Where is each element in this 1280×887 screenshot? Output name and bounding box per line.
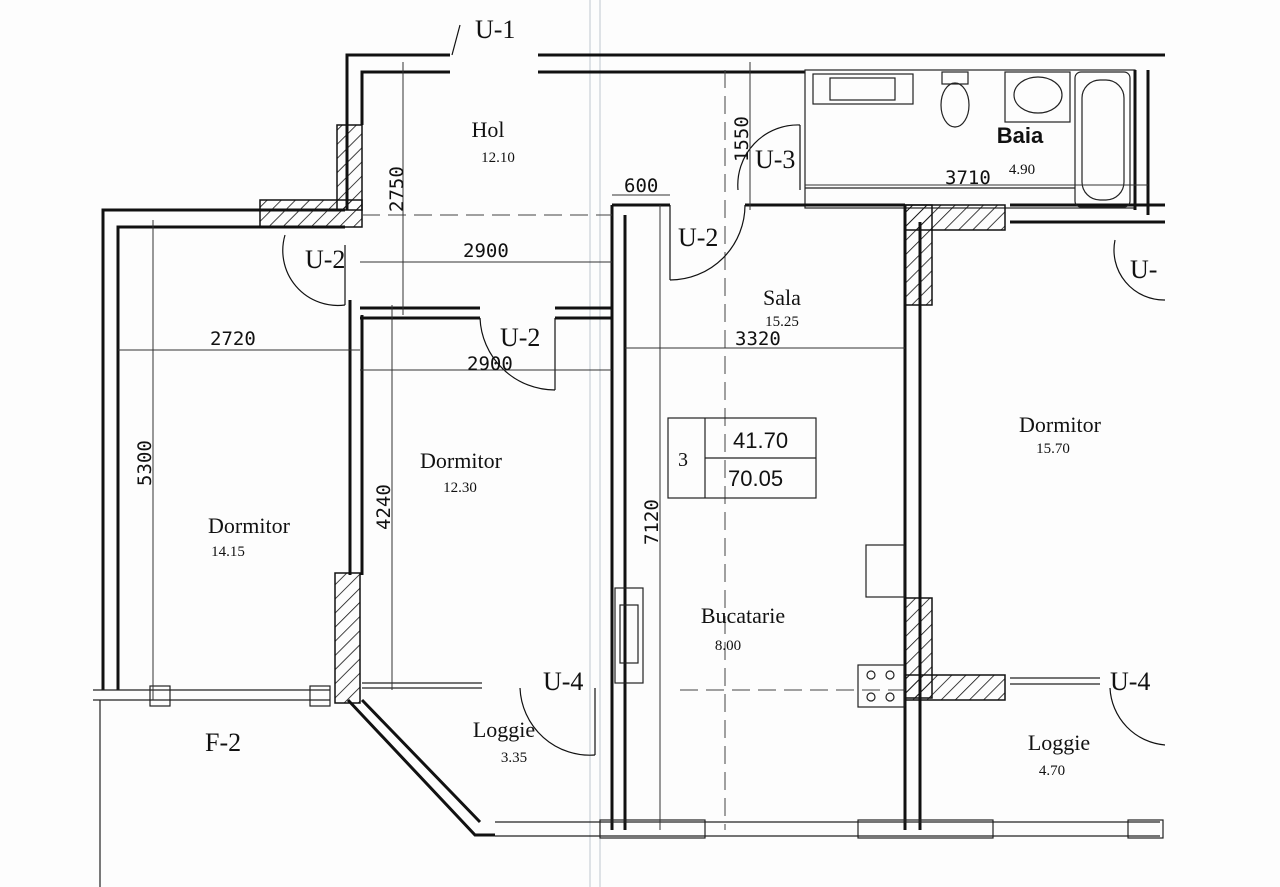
dimension-lines: [118, 62, 1148, 830]
dimension-label: 2720: [210, 328, 256, 350]
room-area: 4.70: [1039, 763, 1065, 779]
dimension-label: 3320: [735, 328, 781, 350]
dimension-label: 600: [624, 175, 658, 197]
bathroom-fixtures: [829, 71, 1131, 208]
dimension-label: 4240: [373, 484, 395, 530]
room-area: 14.15: [211, 544, 245, 560]
room-name: Dormitor: [1019, 412, 1102, 437]
room-name: Loggie: [473, 717, 535, 742]
dimension-label: 7120: [641, 499, 663, 545]
room-name: Loggie: [1028, 730, 1090, 755]
room-name: Dormitor: [420, 448, 503, 473]
door-label: U-2: [305, 245, 345, 274]
door-label: U-4: [1110, 667, 1150, 696]
area-summary-box: [667, 417, 817, 499]
room-name: Hol: [472, 117, 505, 142]
room-area: 4.90: [1009, 162, 1035, 178]
room-area: 8.00: [715, 638, 741, 654]
dimension-label: 2900: [467, 353, 513, 375]
structural-columns: [259, 124, 1006, 704]
room-area: 12.30: [443, 480, 477, 496]
room-name: Dormitor: [208, 513, 291, 538]
walls: [93, 53, 1165, 887]
dimension-label: 2900: [463, 240, 509, 262]
door-label: U-: [1130, 255, 1157, 284]
room-area: 15.25: [765, 314, 799, 330]
room-area: 3.35: [501, 750, 527, 766]
rooms-count: 3: [678, 449, 688, 471]
door-label: U-2: [500, 323, 540, 352]
door-swings: [282, 24, 1166, 756]
door-label: U-3: [755, 145, 795, 174]
room-area: 12.10: [481, 150, 515, 166]
dimension-label: 2750: [386, 166, 408, 212]
room-name: Bucatarie: [701, 603, 785, 628]
door-label: U-4: [543, 667, 583, 696]
dimension-label: 5300: [134, 440, 156, 486]
dimension-label: 1550: [731, 116, 753, 162]
room-name: Baia: [997, 123, 1044, 148]
door-label: U-1: [475, 15, 515, 44]
living-area: 41.70: [733, 428, 788, 453]
total-area: 70.05: [728, 466, 783, 491]
door-label: U-2: [678, 223, 718, 252]
kitchen-fixtures: [614, 544, 905, 708]
room-area: 15.70: [1036, 441, 1070, 457]
window-label: F-2: [205, 728, 241, 757]
room-name: Sala: [763, 285, 801, 310]
dimension-label: 3710: [945, 167, 991, 189]
